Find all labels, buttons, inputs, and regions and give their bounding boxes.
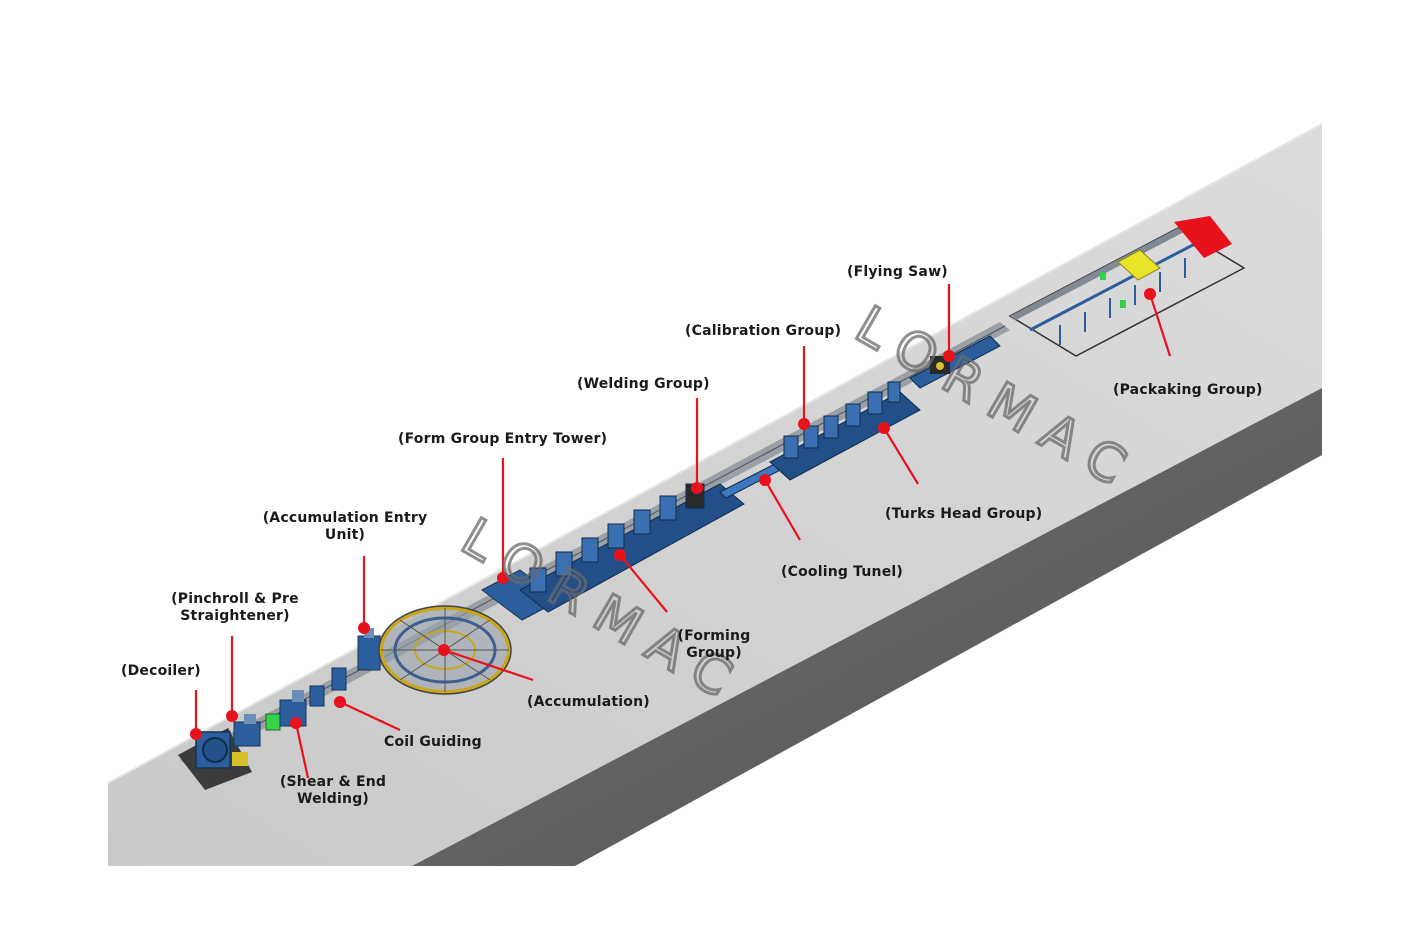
callout-dots	[190, 288, 1156, 740]
label-calibration-group: (Calibration Group)	[685, 323, 842, 339]
label-accum-entry-line2: Unit)	[324, 527, 366, 543]
packaging-group-machines	[1008, 216, 1246, 357]
label-cooling-tunel: (Cooling Tunel)	[781, 564, 904, 580]
label-turks-head-group: (Turks Head Group)	[885, 506, 1043, 522]
label-coil-guiding: Coil Guiding	[384, 734, 482, 750]
label-forming-line1: (Forming	[677, 628, 751, 644]
label-pinchroll-line1: (Pinchroll & Pre	[171, 591, 299, 607]
label-shear-line2: Welding)	[296, 791, 370, 807]
label-flying-saw: (Flying Saw)	[847, 264, 948, 280]
calibration-group-machines	[769, 381, 921, 481]
label-pinchroll-line2: Straightener)	[180, 608, 290, 624]
label-forming-line2: Group)	[686, 645, 742, 661]
pinchroll-machine	[233, 714, 261, 747]
label-packaking-group: (Packaking Group)	[1113, 382, 1263, 398]
label-decoiler: (Decoiler)	[121, 663, 201, 679]
label-accum-entry-line1: (Accumulation Entry	[262, 510, 428, 526]
label-form-entry-tower: (Form Group Entry Tower)	[398, 431, 608, 447]
accumulation-entry-machine	[357, 628, 381, 671]
flying-saw-machine	[909, 335, 1001, 389]
label-shear-line1: (Shear & End	[279, 774, 387, 790]
label-accumulation: (Accumulation)	[527, 694, 650, 710]
callout-leaders	[194, 284, 1172, 779]
coil-guiding-machine	[309, 667, 347, 707]
floor-side	[412, 388, 1322, 866]
label-welding-group: (Welding Group)	[577, 376, 710, 392]
